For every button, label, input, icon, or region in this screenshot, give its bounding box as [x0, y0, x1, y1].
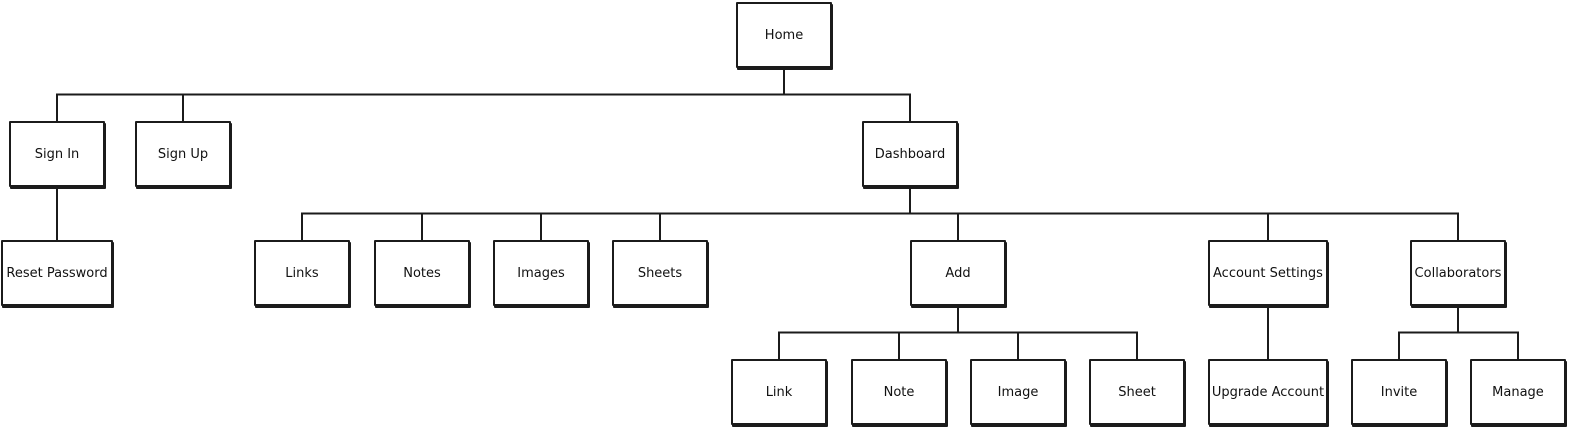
node-account-settings[interactable]: Account Settings	[1208, 240, 1328, 306]
node-collaborators[interactable]: Collaborators	[1410, 240, 1506, 306]
node-notes[interactable]: Notes	[374, 240, 470, 306]
node-links[interactable]: Links	[254, 240, 350, 306]
node-upgrade-account[interactable]: Upgrade Account	[1208, 359, 1328, 425]
node-home[interactable]: Home	[736, 2, 832, 68]
node-sheets[interactable]: Sheets	[612, 240, 708, 306]
node-reset-password[interactable]: Reset Password	[1, 240, 113, 306]
node-image[interactable]: Image	[970, 359, 1066, 425]
node-sign-in[interactable]: Sign In	[9, 121, 105, 187]
node-dashboard[interactable]: Dashboard	[862, 121, 958, 187]
node-add[interactable]: Add	[910, 240, 1006, 306]
node-sheet[interactable]: Sheet	[1089, 359, 1185, 425]
node-sign-up[interactable]: Sign Up	[135, 121, 231, 187]
node-invite[interactable]: Invite	[1351, 359, 1447, 425]
node-manage[interactable]: Manage	[1470, 359, 1566, 425]
node-images[interactable]: Images	[493, 240, 589, 306]
node-note[interactable]: Note	[851, 359, 947, 425]
node-link[interactable]: Link	[731, 359, 827, 425]
